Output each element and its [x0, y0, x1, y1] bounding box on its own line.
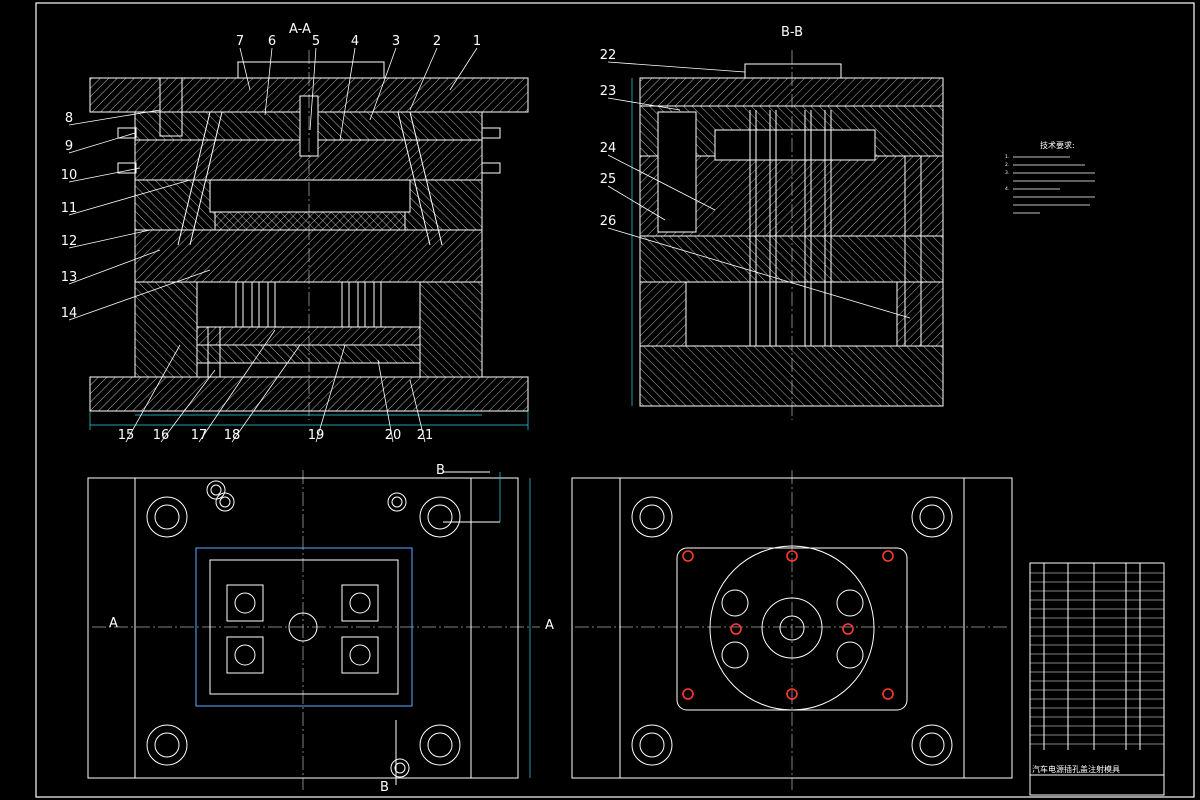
- guide-pin-circle: [390, 758, 410, 778]
- bb-spacer-left: [639, 281, 687, 347]
- spacer-block-left: [134, 281, 198, 378]
- socket-screw: [159, 77, 183, 137]
- plan-view-right: [571, 470, 1013, 790]
- svg-text:B: B: [380, 780, 389, 795]
- guide-pin-circle: [215, 492, 235, 512]
- part-label-24: 24: [600, 141, 617, 156]
- section-aa-view: A-A: [61, 22, 529, 443]
- guide-pin-circle: [419, 724, 461, 766]
- cavity-circle: [349, 592, 371, 614]
- cavity-circle: [234, 644, 256, 666]
- tech-requirements: 技术要求: 1. 2. 3. 4.: [1005, 140, 1095, 214]
- part-label-17: 17: [191, 428, 208, 443]
- guide-pin-circle: [146, 496, 188, 538]
- part-label-6: 6: [268, 34, 276, 49]
- guide-pin-circle: [387, 492, 407, 512]
- part-label-4: 4: [351, 34, 359, 49]
- part-label-2: 2: [433, 34, 441, 49]
- bb-moving-plate: [639, 235, 944, 283]
- plan-view-left: A A B B: [87, 463, 554, 795]
- part-label-19: 19: [308, 428, 325, 443]
- cavity-insert: [209, 179, 411, 213]
- part-label-22: 22: [600, 48, 617, 63]
- screw-circle: [786, 688, 798, 700]
- ejector-circle: [721, 641, 749, 669]
- part-label-25: 25: [600, 172, 617, 187]
- part-label-18: 18: [224, 428, 241, 443]
- svg-text:A: A: [109, 616, 118, 631]
- part-label-15: 15: [118, 428, 135, 443]
- cavity-circle: [234, 592, 256, 614]
- part-label-8: 8: [65, 111, 73, 126]
- ejector-circle: [836, 589, 864, 617]
- part-label-23: 23: [600, 84, 617, 99]
- ejector-circle: [721, 589, 749, 617]
- part-label-12: 12: [61, 234, 78, 249]
- locating-ring: [237, 61, 385, 79]
- part-label-9: 9: [65, 139, 73, 154]
- guide-pin-circle: [419, 496, 461, 538]
- bb-spacer-right: [896, 281, 944, 347]
- part-label-7: 7: [236, 34, 244, 49]
- part-label-26: 26: [600, 214, 617, 229]
- screw-circle: [882, 688, 894, 700]
- ejector-retainer-plate: [196, 326, 421, 346]
- part-label-3: 3: [392, 34, 400, 49]
- guide-pin-circle: [206, 480, 226, 500]
- guide-pin-circle: [631, 724, 673, 766]
- title-block-name: 汽车电源插孔盖注射模具: [1032, 764, 1120, 774]
- moving-plate: [134, 229, 483, 283]
- guide-pin-circle: [631, 496, 673, 538]
- guide-pin-circle: [146, 724, 188, 766]
- part-label-13: 13: [61, 270, 78, 285]
- svg-text:3.: 3.: [1005, 170, 1009, 176]
- part-label-5: 5: [312, 34, 320, 49]
- guide-pillar-bb: [657, 111, 697, 233]
- sprue-circle: [288, 612, 318, 642]
- sheet-border: [35, 2, 1195, 798]
- ejector-circle: [836, 641, 864, 669]
- section-aa-title: A-A: [289, 22, 311, 37]
- part-label-14: 14: [61, 306, 78, 321]
- locating-ring-bb: [744, 63, 842, 79]
- part-label-10: 10: [61, 168, 78, 183]
- section-bb-title: B-B: [781, 25, 803, 40]
- svg-text:1.: 1.: [1005, 154, 1009, 160]
- screw-circle: [730, 623, 742, 635]
- guide-pin-circle: [911, 496, 953, 538]
- bb-bottom-plate: [639, 345, 944, 407]
- screw-circle: [682, 688, 694, 700]
- cavity-circle: [349, 644, 371, 666]
- water-fittings-aa: [117, 127, 501, 174]
- screw-circle: [682, 550, 694, 562]
- guide-pin-circle: [911, 724, 953, 766]
- spacer-block-right: [419, 281, 483, 378]
- ejector-plate: [196, 344, 421, 364]
- tech-requirements-title: 技术要求:: [1040, 140, 1075, 150]
- svg-text:B: B: [436, 463, 445, 478]
- title-block: 汽车电源插孔盖注射模具: [1029, 562, 1165, 796]
- screw-circle: [786, 550, 798, 562]
- part-label-1: 1: [473, 34, 481, 49]
- svg-text:A: A: [545, 618, 554, 633]
- part-label-21: 21: [417, 428, 434, 443]
- svg-text:4.: 4.: [1005, 186, 1009, 192]
- bb-top-plate: [639, 77, 944, 107]
- core-insert: [214, 211, 406, 231]
- part-label-16: 16: [153, 428, 170, 443]
- part-label-11: 11: [61, 201, 78, 216]
- screw-circle: [842, 623, 854, 635]
- screw-circle: [882, 550, 894, 562]
- svg-text:2.: 2.: [1005, 162, 1009, 168]
- part-label-20: 20: [385, 428, 402, 443]
- section-bb-view: B-B 22 23 24 25 26: [600, 25, 944, 420]
